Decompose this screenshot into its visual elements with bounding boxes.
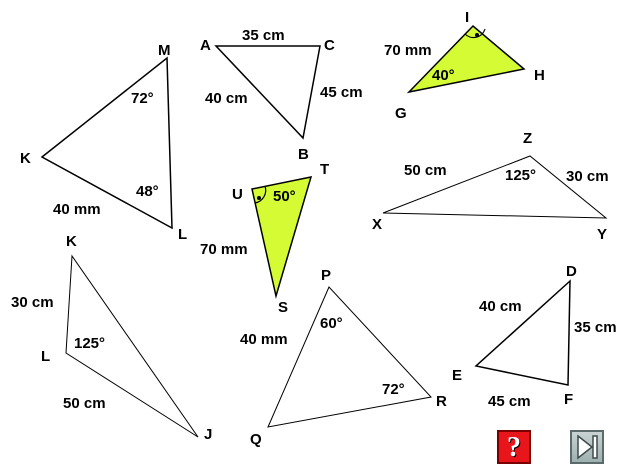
skip-forward-icon [577, 434, 598, 460]
vertex-label-f: F [564, 391, 573, 408]
triangle-klj: K L J 30 cm 125° 50 cm [11, 233, 212, 443]
angle-label-p: 60° [320, 315, 343, 332]
right-angle-dot-u [257, 196, 261, 200]
vertex-label-k: K [20, 150, 31, 167]
side-label-pq: 40 mm [240, 331, 288, 348]
side-label-ac: 35 cm [242, 27, 285, 44]
angle-label-l: 48° [136, 183, 159, 200]
side-label-df: 35 cm [574, 319, 617, 336]
vertex-label-p: P [321, 267, 331, 284]
vertex-label-q: Q [250, 431, 262, 448]
side-label-kl2: 30 cm [11, 294, 54, 311]
triangle-def: D E F 40 cm 35 cm 45 cm [452, 263, 617, 410]
vertex-label-r: R [436, 393, 447, 410]
triangle-def-shape [474, 279, 571, 386]
triangle-kml: M K L 72° 48° 40 mm [20, 42, 187, 243]
vertex-label-y: Y [597, 226, 607, 243]
side-label-ig: 70 mm [384, 42, 432, 59]
vertex-label-x: X [372, 216, 382, 233]
vertex-label-b: B [298, 146, 309, 163]
vertex-label-j: J [204, 426, 212, 443]
side-label-ef: 45 cm [488, 393, 531, 410]
vertex-label-c: C [324, 37, 335, 54]
angle-label-r: 72° [382, 381, 405, 398]
side-label-cb: 45 cm [320, 84, 363, 101]
triangle-kml-shape [40, 56, 173, 230]
right-angle-dot-i [475, 33, 479, 37]
triangle-acb-shape [214, 45, 321, 140]
triangle-uts: U T S 50° 70 mm [200, 161, 329, 316]
vertex-label-h: H [534, 67, 545, 84]
side-label-zy: 30 cm [566, 168, 609, 185]
triangle-igh-shape [406, 24, 526, 94]
vertex-label-u: U [232, 186, 243, 203]
right-angle-marker-i [464, 28, 486, 39]
vertex-label-l2: L [41, 348, 50, 365]
vertex-label-t: T [320, 161, 329, 178]
angle-label-l2: 125° [74, 335, 105, 352]
angle-label-u: 50° [273, 188, 296, 205]
vertex-label-i: I [465, 9, 469, 26]
triangle-xzy: X Z Y 50 cm 30 cm 125° [372, 130, 609, 243]
vertex-label-s: S [278, 299, 288, 316]
vertex-label-k2: K [66, 233, 77, 250]
vertex-label-d: D [566, 263, 577, 280]
triangle-pqr-shape [267, 286, 432, 428]
right-angle-marker-u [254, 185, 267, 204]
vertex-label-e: E [452, 367, 462, 384]
side-label-kl: 40 mm [53, 201, 101, 218]
vertex-label-l: L [178, 226, 187, 243]
vertex-label-z: Z [523, 130, 532, 147]
side-label-lj: 50 cm [63, 395, 106, 412]
triangle-xzy-shape [382, 155, 608, 219]
triangle-acb: A C B 35 cm 45 cm 40 cm [200, 27, 363, 163]
triangle-klj-shape [65, 254, 199, 438]
side-label-de: 40 cm [479, 298, 522, 315]
angle-label-g: 40° [432, 67, 455, 84]
side-label-ab: 40 cm [205, 90, 248, 107]
triangle-uts-shape [251, 176, 313, 299]
side-label-xz: 50 cm [404, 162, 447, 179]
side-label-us: 70 mm [200, 241, 248, 258]
next-button[interactable] [570, 430, 604, 464]
angle-label-z: 125° [505, 167, 536, 184]
help-button[interactable]: ? [497, 430, 531, 464]
triangle-pqr: P Q R 60° 72° 40 mm [240, 267, 447, 448]
vertex-label-g: G [395, 105, 407, 122]
vertex-label-a: A [200, 37, 211, 54]
triangle-igh: I G H 70 mm 40° [384, 9, 545, 122]
question-mark-icon: ? [507, 432, 521, 463]
vertex-label-m: M [158, 42, 171, 59]
angle-label-m: 72° [131, 90, 154, 107]
